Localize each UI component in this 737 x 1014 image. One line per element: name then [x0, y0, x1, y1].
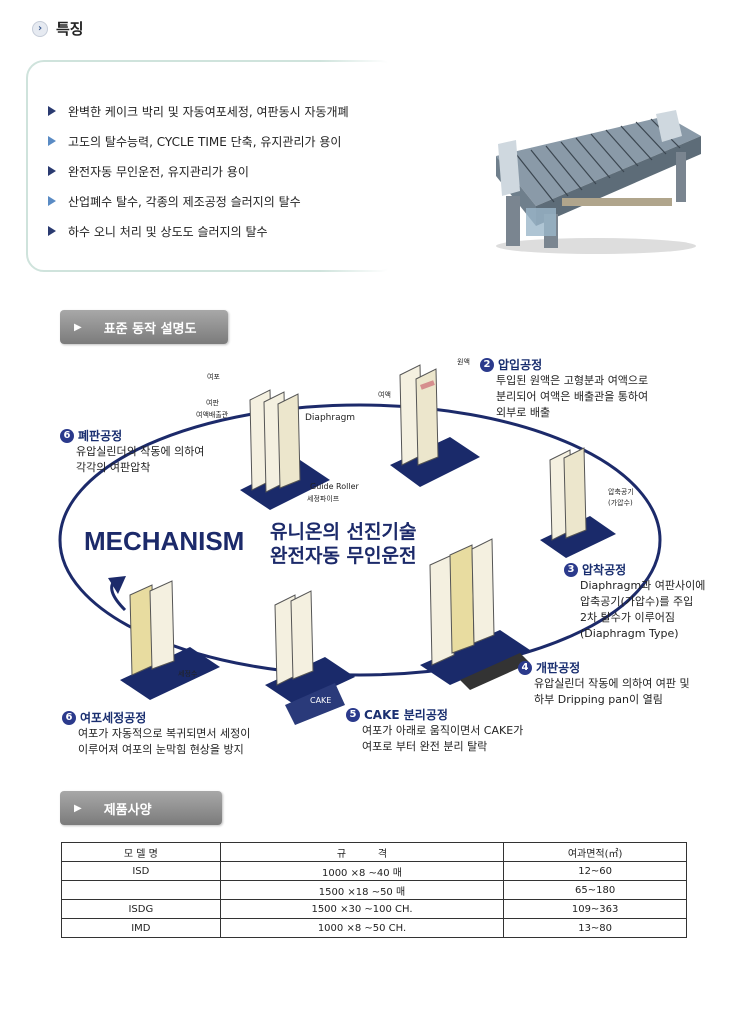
callout-raw: 원액: [457, 358, 470, 366]
spec-section-title: ▶ 제품사양: [60, 791, 222, 825]
chevron-right-icon: ›: [32, 20, 48, 37]
callout-diaphragm: Diaphragm: [305, 413, 356, 423]
callout-air-sub: (가압수): [608, 499, 633, 507]
features-title: 특징: [56, 20, 84, 38]
list-item: 하수 오니 처리 및 상도도 슬러지의 탈수: [48, 216, 349, 246]
callout-guide-roller: Guide Roller: [310, 482, 359, 491]
list-item: 산업폐수 탈수, 각종의 제조공정 슬러지의 탈수: [48, 186, 349, 216]
mechanism-diagram: [58, 364, 662, 725]
filter-press-machine-image: [496, 110, 701, 254]
table-row: ISDG 1500 ×30 ~100 CH. 109~363: [61, 899, 687, 919]
callout-filtrate: 여액: [378, 391, 391, 399]
callout-filter-cloth: 여포: [207, 373, 220, 381]
callout-air: 압축공기: [608, 488, 634, 496]
callout-wash-water: 세정수: [178, 670, 198, 678]
callout-filter-plate: 여판: [206, 399, 219, 407]
header-area: 여과면적(㎡): [503, 842, 687, 862]
operation-section-title: ▶ 표준 동작 설명도: [60, 310, 228, 344]
triangle-bullet-icon: [48, 226, 56, 236]
triangle-bullet-icon: [48, 196, 56, 206]
features-list: 완벽한 케이크 박리 및 자동여포세정, 여판동시 자동개폐 고도의 탈수능력,…: [48, 96, 349, 246]
table-row: 1500 ×18 ~50 매 65~180: [61, 880, 687, 900]
triangle-bullet-icon: [48, 106, 56, 116]
list-item: 고도의 탈수능력, CYCLE TIME 단축, 유지관리가 용이: [48, 126, 349, 156]
table-row: IMD 1000 ×8 ~50 CH. 13~80: [61, 918, 687, 938]
table-row: ISD 1000 ×8 ~40 매 12~60: [61, 861, 687, 881]
list-item: 완벽한 케이크 박리 및 자동여포세정, 여판동시 자동개폐: [48, 96, 349, 126]
spec-table: 모 델 명 규 격 여과면적(㎡) ISD 1000 ×8 ~40 매 12~6…: [61, 842, 687, 938]
mechanism-heading: MECHANISM: [84, 526, 245, 556]
callout-wash-pipe: 세정파이프: [307, 495, 340, 503]
header-model: 모 델 명: [61, 842, 221, 862]
triangle-bullet-icon: [48, 136, 56, 146]
header-spec: 규 격: [219, 842, 505, 862]
headline: 유니온의 선진기술 완전자동 무인운전: [270, 521, 417, 567]
triangle-bullet-icon: [48, 166, 56, 176]
table-header-row: 모 델 명 규 격 여과면적(㎡): [61, 842, 687, 862]
features-header: › 특징: [32, 18, 84, 39]
callout-cake: CAKE: [310, 696, 332, 705]
play-icon: ▶: [74, 321, 82, 333]
play-icon: ▶: [74, 802, 82, 814]
callout-outlet: 여액배출관: [196, 411, 229, 419]
list-item: 완전자동 무인운전, 유지관리가 용이: [48, 156, 349, 186]
